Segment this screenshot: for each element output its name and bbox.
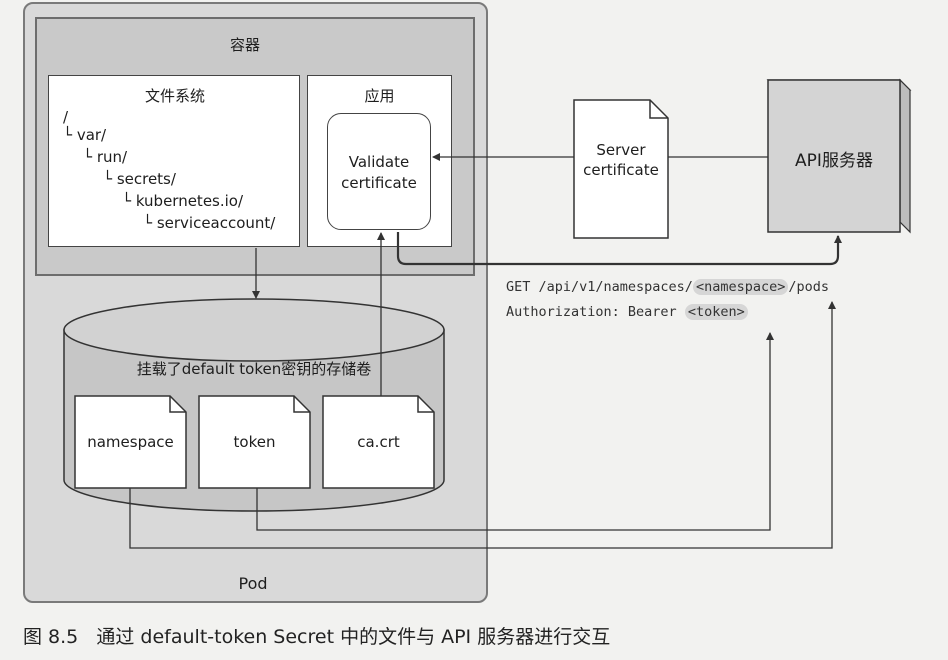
validate-certificate-box: [327, 113, 431, 230]
app-title: 应用: [364, 87, 395, 105]
volume-cylinder-top: [63, 298, 445, 362]
container-label: 容器: [229, 36, 260, 54]
tree-item-run: └ run/: [83, 148, 128, 166]
file-ca-crt-label: ca.crt: [357, 433, 400, 451]
request-token-highlight: <token>: [684, 304, 748, 320]
tree-item-secrets: └ secrets/: [103, 170, 176, 188]
arrow-namespace-to-request: [129, 301, 836, 549]
file-ca-crt-shape: [322, 395, 435, 489]
arrow-app-to-api: [396, 232, 842, 266]
tree-item-kubernetes-io: └ kubernetes.io/: [122, 192, 244, 210]
api-server-box: [767, 79, 901, 233]
file-token-label: token: [233, 433, 276, 451]
file-namespace-label: namespace: [87, 433, 174, 451]
tree-item-serviceaccount: └ serviceaccount/: [143, 214, 276, 232]
arrow-token-to-request: [256, 332, 774, 531]
filesystem-title: 文件系统: [144, 87, 205, 105]
pod-label: Pod: [238, 574, 268, 593]
server-certificate-label: Server certificate: [583, 141, 659, 179]
tree-root: /: [63, 108, 69, 126]
figure-caption: 图 8.5 通过 default-token Secret 中的文件与 API …: [23, 626, 611, 648]
server-certificate-shape: [573, 99, 669, 239]
api-server-label: API服务器: [795, 151, 873, 171]
filesystem-box: [48, 75, 300, 247]
volume-label: 挂载了default token密钥的存储卷: [136, 360, 372, 378]
validate-certificate-label: Validate certificate: [341, 153, 417, 192]
request-line-authorization: Authorization: Bearer <token>: [506, 304, 748, 320]
tree-item-var: └ var/: [63, 126, 107, 144]
request-line-get: GET /api/v1/namespaces/<namespace>/pods: [506, 279, 829, 295]
file-token-shape: [198, 395, 311, 489]
file-namespace-shape: [74, 395, 187, 489]
request-namespace-highlight: <namespace>: [692, 279, 789, 295]
